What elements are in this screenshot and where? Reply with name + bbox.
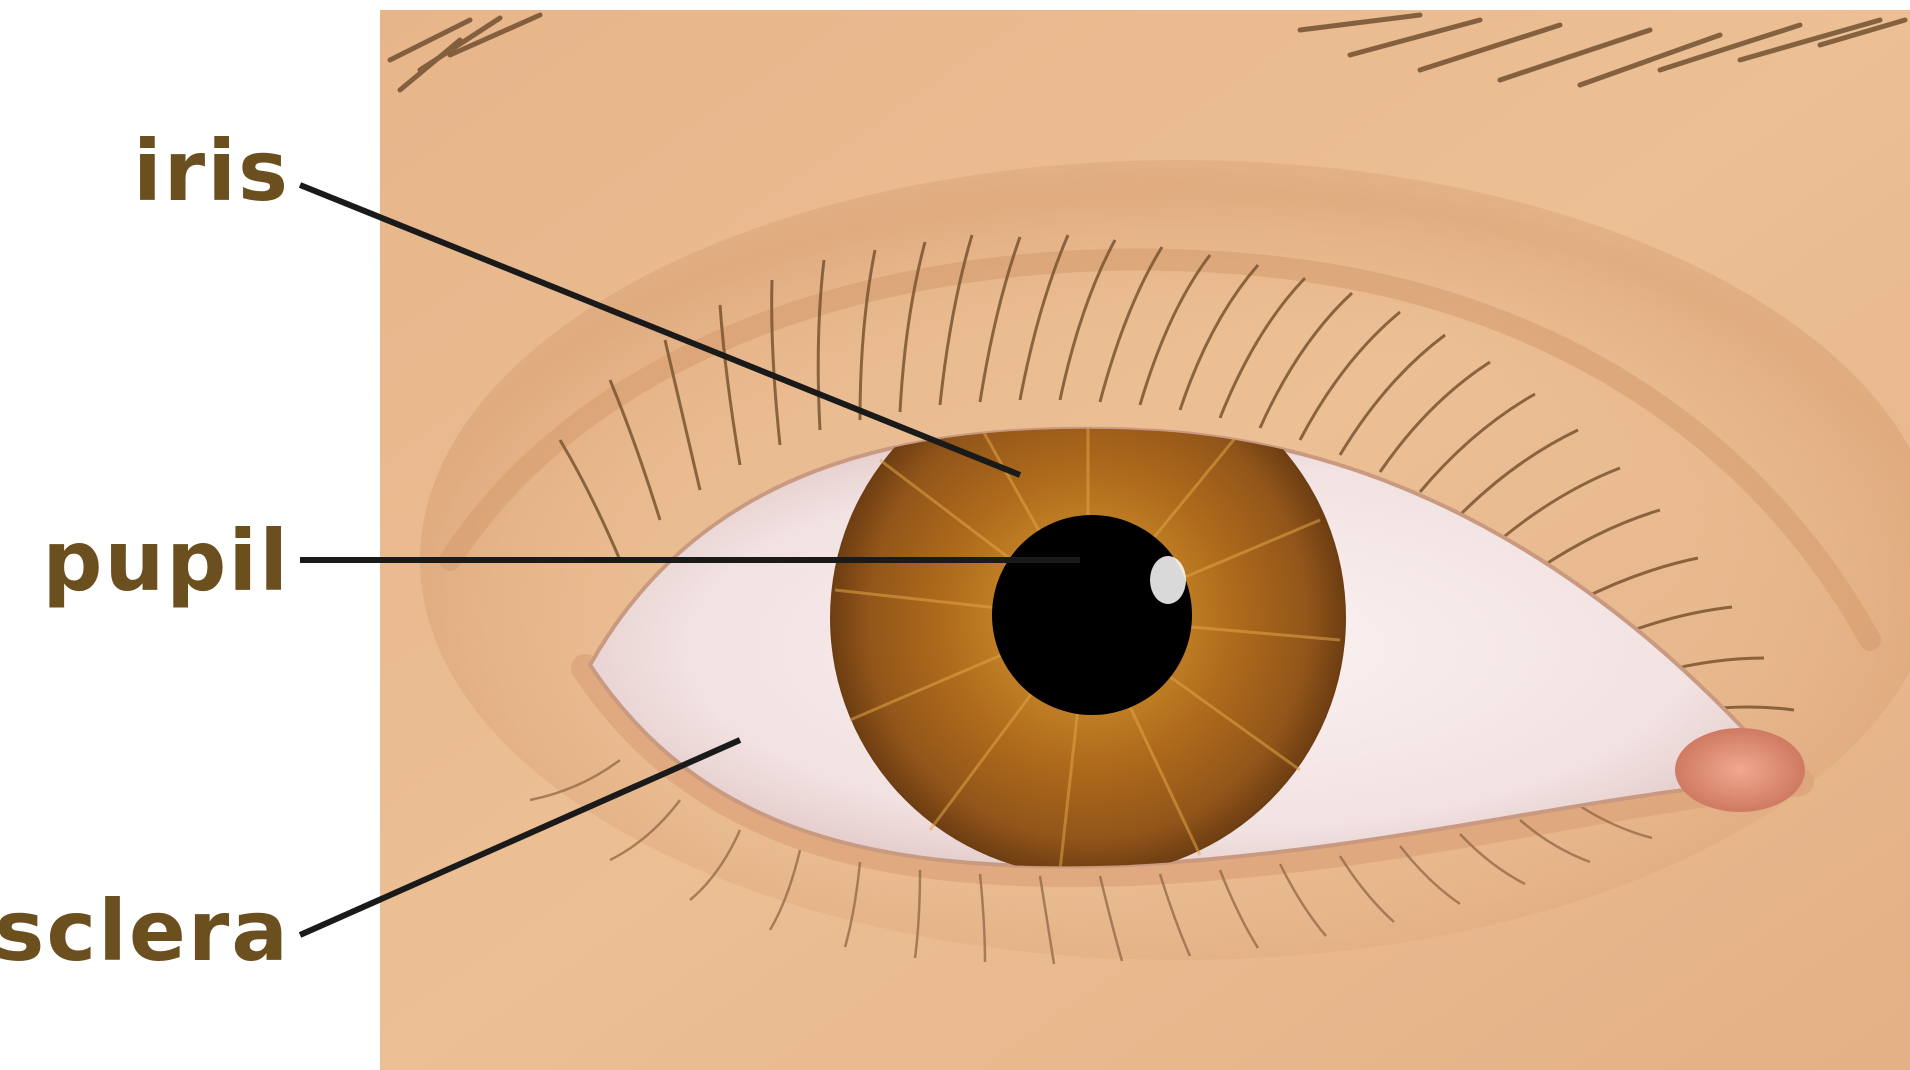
pupil-highlight xyxy=(1150,556,1186,604)
pupil-label: pupil xyxy=(42,512,290,610)
iris-label: iris xyxy=(133,122,290,220)
pupil xyxy=(992,515,1192,715)
sclera-label: sclera xyxy=(0,882,290,980)
caruncle xyxy=(1675,728,1805,812)
